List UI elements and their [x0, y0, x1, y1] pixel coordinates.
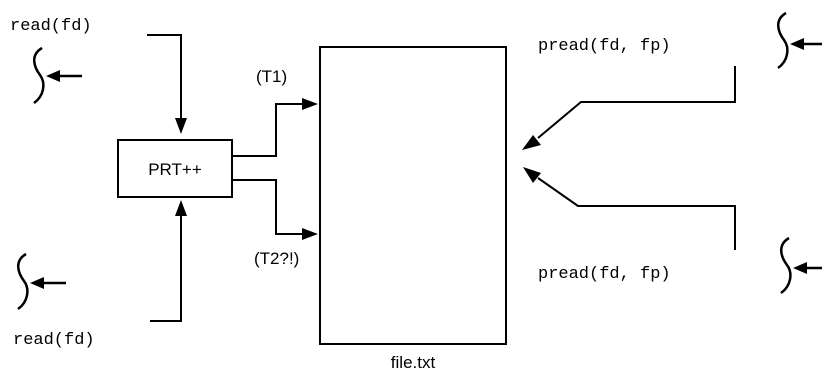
t2-connector [232, 179, 304, 235]
thread-squiggle-bottom-left [17, 252, 29, 311]
pread-bottom-connector [537, 177, 736, 250]
file-label: file.txt [391, 353, 436, 372]
prt-counter-box [117, 139, 233, 198]
thread-squiggle-top-right [777, 11, 789, 70]
read-label-top: read(fd) [10, 17, 92, 36]
t2-arrowhead [302, 228, 318, 240]
pread-top-connector [537, 66, 736, 139]
read-top-arrowhead [175, 118, 187, 134]
pread-bottom-arrowhead [523, 167, 541, 183]
t1-connector [232, 103, 304, 157]
thread-arrowhead-top-left [46, 70, 60, 82]
thread-arrowhead-bottom-right [793, 262, 807, 274]
t1-arrowhead [302, 98, 318, 110]
file-box [319, 46, 507, 345]
thread-arrowhead-top-right [790, 38, 804, 50]
thread-squiggle-bottom-right [780, 236, 792, 295]
t2-label: (T2?!) [254, 249, 299, 268]
read-bottom-arrowhead [175, 200, 187, 216]
pread-label-bottom: pread(fd, fp) [538, 265, 671, 284]
t1-label: (T1) [256, 67, 287, 86]
thread-arrowhead-bottom-left [30, 277, 44, 289]
read-label-bottom: read(fd) [13, 331, 95, 350]
pread-top-arrowhead [522, 135, 541, 150]
read-top-connector [147, 34, 182, 120]
read-bottom-connector [150, 214, 182, 322]
pread-label-top: pread(fd, fp) [538, 37, 671, 56]
prt-counter-label: PRT++ [148, 160, 202, 179]
thread-squiggle-top-left [33, 46, 45, 105]
